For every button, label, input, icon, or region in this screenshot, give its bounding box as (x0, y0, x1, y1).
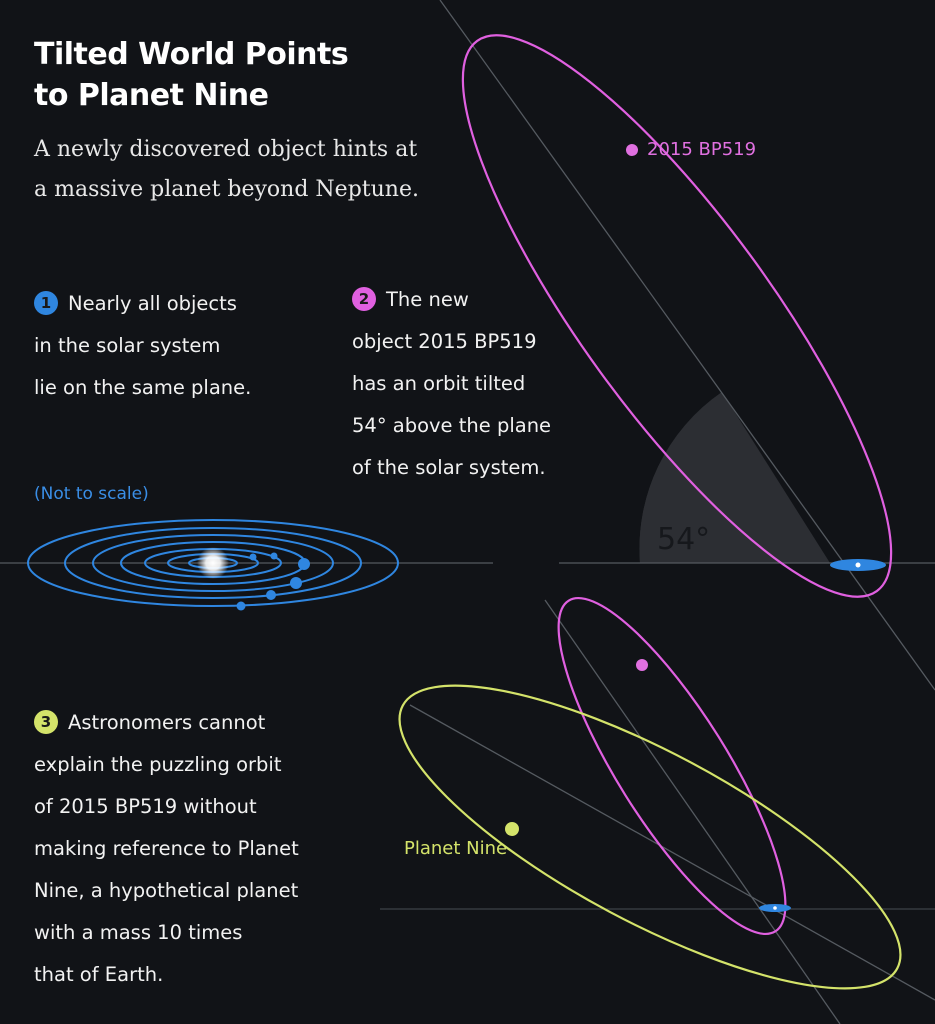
tilted-axis-top (439, 0, 935, 691)
not-to-scale-note: (Not to scale) (34, 484, 149, 504)
subtitle: A newly discovered object hints at a mas… (34, 130, 454, 210)
step-3-line: with a mass 10 times (34, 921, 243, 944)
step-1-badge: 1 (34, 291, 58, 315)
title-line-2: to Planet Nine (34, 78, 269, 113)
step-2-line: The new (386, 288, 469, 311)
planet-nine-orbit (398, 684, 902, 990)
bp519-orbit-small (557, 596, 787, 936)
step-2-line: object 2015 BP519 (352, 330, 537, 353)
step-3-line: making reference to Planet (34, 837, 299, 860)
step-2: 2 The new object 2015 BP519 has an orbit … (352, 279, 551, 489)
bp519-dot (626, 144, 638, 156)
step-3-line: of 2015 BP519 without (34, 795, 257, 818)
step-3-line: Astronomers cannot (68, 711, 266, 734)
step-1-line: in the solar system (34, 334, 221, 357)
subtitle-line-2: a massive planet beyond Neptune. (34, 177, 419, 202)
step-3-line: explain the puzzling orbit (34, 753, 282, 776)
title-line-1: Tilted World Points (34, 37, 349, 72)
bp519-label: 2015 BP519 (647, 139, 757, 160)
step-3-line: Nine, a hypothetical planet (34, 879, 299, 902)
planet-nine-label: Planet Nine (404, 838, 508, 859)
subtitle-line-1: A newly discovered object hints at (34, 137, 418, 162)
step-3: 3 Astronomers cannot explain the puzzling… (34, 702, 299, 996)
planet-nine-dot (505, 822, 519, 836)
step-2-line: 54° above the plane (352, 414, 552, 437)
step-2-line: of the solar system. (352, 456, 546, 479)
bp519-orbit-large (461, 34, 893, 598)
step-2-line: has an orbit tilted (352, 372, 526, 395)
planets (236, 552, 310, 611)
step-2-badge: 2 (352, 287, 376, 311)
step-1-line: lie on the same plane. (34, 376, 252, 399)
step-3-badge: 3 (34, 710, 58, 734)
page-title: Tilted World Points to Planet Nine (34, 34, 349, 116)
step-3-line: that of Earth. (34, 963, 164, 986)
angle-label: 54° (657, 522, 711, 557)
step-1-line: Nearly all objects (68, 292, 237, 315)
